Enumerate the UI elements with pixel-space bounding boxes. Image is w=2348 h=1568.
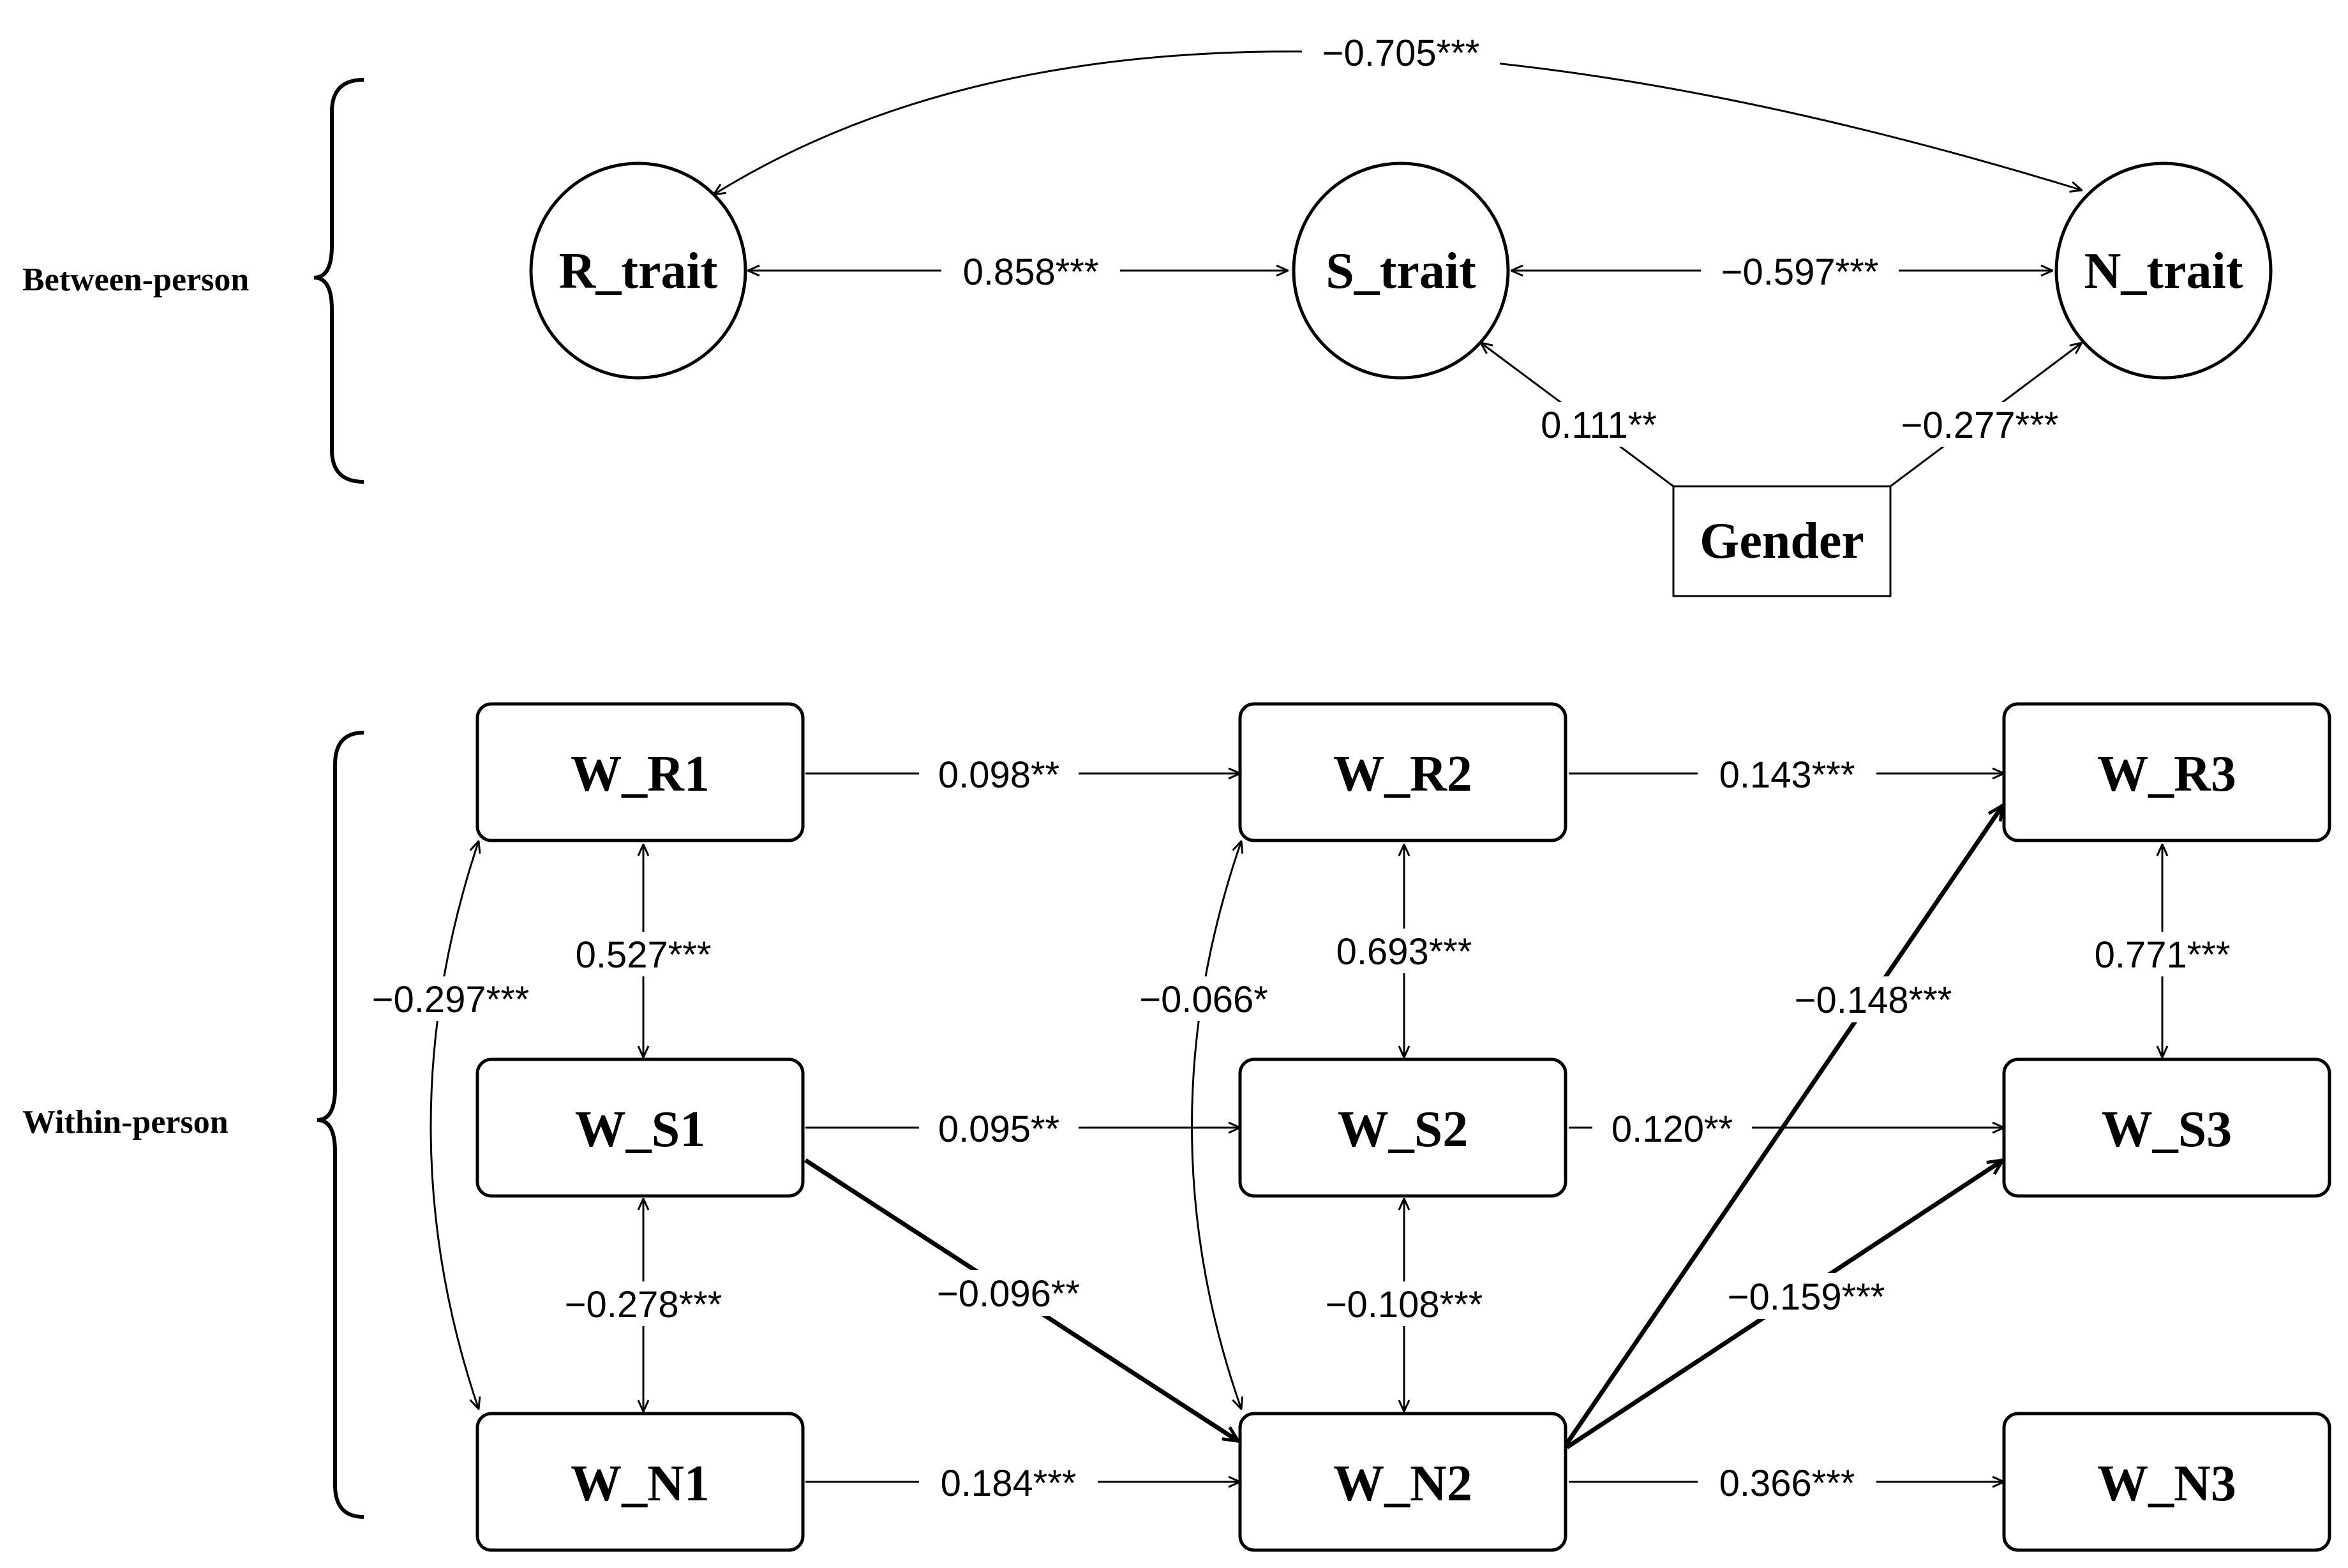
node-s-trait-label: S_trait xyxy=(1326,243,1476,299)
node-w-n2: W_N2 xyxy=(1238,1412,1567,1552)
node-w-s1-label: W_S1 xyxy=(575,1101,706,1158)
node-w-r1: W_R1 xyxy=(475,702,805,842)
edge-label-w-n2-w-n3: 0.366*** xyxy=(1719,1463,1855,1504)
node-w-s1: W_S1 xyxy=(475,1057,805,1198)
node-s-trait xyxy=(1292,161,1510,380)
node-w-r2: W_R2 xyxy=(1238,702,1567,842)
node-w-r2-label: W_R2 xyxy=(1333,746,1472,802)
node-w-n1-label: W_N1 xyxy=(571,1456,710,1512)
within-brace xyxy=(317,731,364,1519)
edge-label-w-s1-w-n1: −0.278*** xyxy=(565,1284,722,1325)
edge-label-r-trait-n-trait: −0.705*** xyxy=(1322,33,1480,74)
edge-label-w-s1-w-n2: −0.096** xyxy=(937,1273,1080,1315)
edge-label-w-r2-w-s2: 0.693*** xyxy=(1336,931,1472,973)
between-person-label: Between-person xyxy=(22,262,249,298)
edge-label-w-r1-w-r2: 0.098** xyxy=(938,754,1059,796)
edge-label-gender-n-trait: −0.277*** xyxy=(1901,405,2059,446)
edge-label-w-s1-w-s2: 0.095** xyxy=(938,1109,1059,1150)
node-w-s2-label: W_S2 xyxy=(1338,1101,1469,1158)
node-w-n3: W_N3 xyxy=(2002,1412,2331,1552)
within-person-label: Within-person xyxy=(22,1104,228,1140)
node-n-trait-label: N_trait xyxy=(2084,243,2243,299)
edge-label-w-r1-w-n1: −0.297*** xyxy=(372,979,530,1020)
edge-w-r2-w-n2 xyxy=(1191,841,1242,1409)
node-r-trait-label: R_trait xyxy=(559,243,718,299)
node-w-r1-label: W_R1 xyxy=(571,746,710,802)
edge-label-w-s2-w-n2: −0.108*** xyxy=(1326,1284,1483,1325)
node-w-s3-label: W_S3 xyxy=(2102,1101,2232,1158)
node-n-trait xyxy=(2054,161,2273,380)
edge-label-w-n1-w-n2: 0.184*** xyxy=(941,1463,1077,1504)
node-w-s2: W_S2 xyxy=(1238,1057,1567,1198)
node-w-n1: W_N1 xyxy=(475,1412,805,1552)
node-w-s3: W_S3 xyxy=(2002,1057,2331,1198)
node-w-r3-label: W_R3 xyxy=(2097,746,2236,802)
edge-label-w-n2-w-r3: −0.148*** xyxy=(1795,980,1952,1021)
edge-label-w-r2-w-r3: 0.143*** xyxy=(1719,754,1855,796)
edge-w-r1-w-n1 xyxy=(430,841,479,1409)
edge-label-w-r1-w-s1: 0.527*** xyxy=(576,934,712,976)
edge-label-w-r2-w-n2: −0.066* xyxy=(1139,979,1268,1020)
edge-w-n2-w-r3 xyxy=(1565,805,2003,1445)
node-gender-label: Gender xyxy=(1700,513,1864,569)
node-w-n2-label: W_N2 xyxy=(1333,1456,1472,1512)
edge-label-gender-s-trait: 0.111** xyxy=(1541,405,1657,446)
edge-label-w-r3-w-s3: 0.771*** xyxy=(2095,934,2231,976)
node-w-r3: W_R3 xyxy=(2002,702,2331,842)
node-gender xyxy=(1672,485,1892,597)
edge-label-s-trait-n-trait: −0.597*** xyxy=(1721,251,1879,293)
node-w-n3-label: W_N3 xyxy=(2097,1456,2236,1512)
edge-label-r-trait-s-trait: 0.858*** xyxy=(963,251,1099,293)
between-brace xyxy=(313,78,364,484)
edge-label-w-n2-w-s3: −0.159*** xyxy=(1728,1276,1885,1318)
edge-label-w-s2-w-s3: 0.120** xyxy=(1611,1109,1733,1150)
node-r-trait xyxy=(529,161,747,380)
edge-r-trait-n-trait xyxy=(714,50,2082,195)
